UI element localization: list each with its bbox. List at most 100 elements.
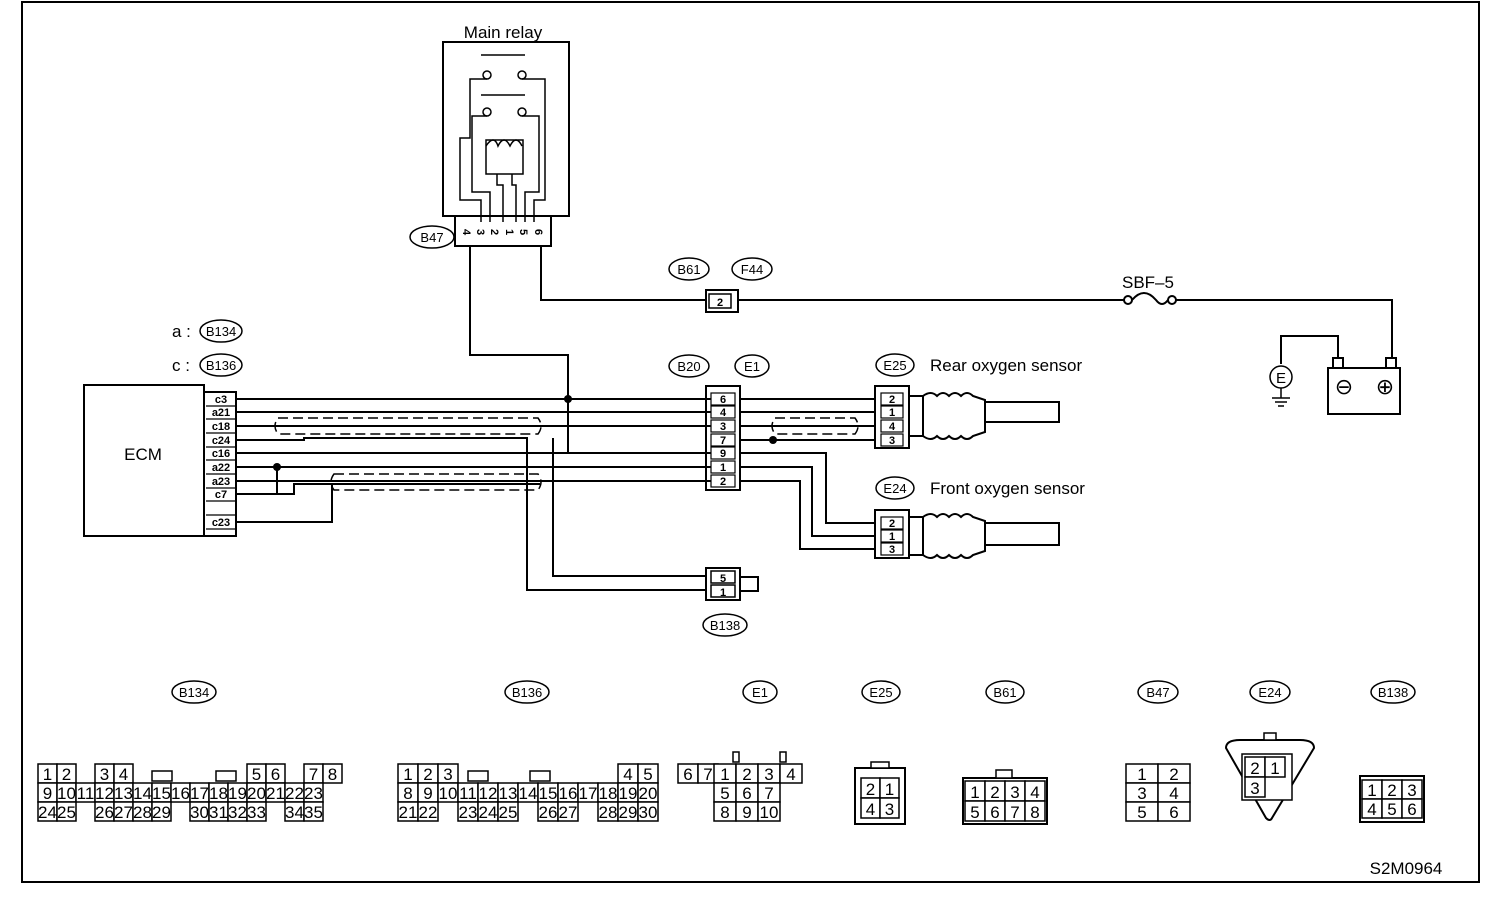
ground-symbol: E <box>1269 365 1293 407</box>
face-pin: 8 <box>1030 803 1039 822</box>
face-pin: 3 <box>1010 783 1019 802</box>
face-pin: 2 <box>423 765 432 784</box>
face-pin: 1 <box>720 765 729 784</box>
svg-text:E: E <box>1276 370 1286 387</box>
main-relay-label: Main relay <box>464 23 543 42</box>
front-oxygen-sensor: 213 Front oxygen sensor <box>874 479 1085 559</box>
face-pin: 5 <box>252 765 261 784</box>
face-pin: 5 <box>970 803 979 822</box>
b47-face-tag: B47 <box>1146 685 1169 700</box>
face-pin: 6 <box>1407 800 1416 819</box>
face-pin: 4 <box>1169 784 1178 803</box>
b20-pin: 2 <box>720 476 726 488</box>
face-pin: 3 <box>100 765 109 784</box>
ecm-label: ECM <box>124 445 162 464</box>
fuse-sbf5: SBF–5 <box>1122 273 1177 305</box>
relay-pin: 5 <box>517 229 529 235</box>
face-pin: 4 <box>1367 800 1376 819</box>
b20-pin: 7 <box>720 435 726 447</box>
e25-pin: 4 <box>889 421 896 433</box>
e24-face-tag: E24 <box>1258 685 1281 700</box>
relay-pin: 3 <box>474 229 486 235</box>
b138-pin: 1 <box>720 587 726 599</box>
front-o2-label: Front oxygen sensor <box>930 479 1085 498</box>
face-pin: 18 <box>209 784 228 803</box>
face-pin: 4 <box>623 765 632 784</box>
face-pin: 6 <box>1169 803 1178 822</box>
relay-pin: 6 <box>532 229 544 235</box>
b61-tag: B61 <box>677 262 700 277</box>
face-pin: 22 <box>285 784 304 803</box>
face-pin: 5 <box>1387 800 1396 819</box>
face-pin: 11 <box>459 784 477 803</box>
face-pin: 4 <box>866 800 875 819</box>
face-pin: 15 <box>539 784 558 803</box>
face-pin: 10 <box>57 784 76 803</box>
face-pin: 11 <box>77 784 95 803</box>
battery: ⊖ ⊕ <box>1327 357 1401 415</box>
face-pin: 20 <box>639 784 658 803</box>
face-pin: 14 <box>519 784 538 803</box>
ecm-pin: c16 <box>212 448 230 460</box>
face-pin: 6 <box>683 765 692 784</box>
face-pin: 1 <box>1270 759 1279 778</box>
b20-pin: 6 <box>720 394 726 406</box>
face-pin: 23 <box>304 784 323 803</box>
face-pin: 27 <box>559 803 578 822</box>
ecm-pin: c23 <box>212 517 230 529</box>
b134-face-tag: B134 <box>179 685 209 700</box>
face-pin: 29 <box>619 803 638 822</box>
b20-pin: 3 <box>720 421 726 433</box>
e25-pin: 1 <box>889 407 895 419</box>
face-pin: 18 <box>599 784 618 803</box>
face-pin: 9 <box>43 784 52 803</box>
face-pin: 26 <box>539 803 558 822</box>
b61-face-tag: B61 <box>993 685 1016 700</box>
face-pin: 33 <box>247 803 266 822</box>
face-pin: 2 <box>1169 765 1178 784</box>
face-pin: 4 <box>1030 783 1039 802</box>
face-pin: 4 <box>119 765 128 784</box>
face-pin: 9 <box>423 784 432 803</box>
face-pin: 7 <box>764 784 773 803</box>
ecm-pin: a22 <box>212 462 230 474</box>
face-pin: 4 <box>786 765 795 784</box>
b138-tag: B138 <box>710 618 740 633</box>
face-pin: 6 <box>990 803 999 822</box>
ecm-pin: c7 <box>215 489 227 501</box>
face-pin: 7 <box>309 765 318 784</box>
e25-tag: E25 <box>883 358 906 373</box>
e24-pin: 2 <box>889 518 895 530</box>
face-pin: 19 <box>619 784 638 803</box>
face-pin: 6 <box>742 784 751 803</box>
face-pin: 25 <box>57 803 76 822</box>
face-pin: 1 <box>970 783 979 802</box>
ecm-pin: a23 <box>212 476 230 488</box>
face-pin: 3 <box>1137 784 1146 803</box>
b47-tag: B47 <box>420 230 443 245</box>
face-pin: 16 <box>559 784 578 803</box>
face-pin: 24 <box>38 803 57 822</box>
relay-pin: 2 <box>488 229 500 235</box>
e24-pin: 1 <box>889 531 895 543</box>
ecm-pin: c24 <box>212 435 231 447</box>
face-pin: 8 <box>328 765 337 784</box>
face-pin: 5 <box>720 784 729 803</box>
ecm-connector <box>203 391 237 537</box>
b20-tag: B20 <box>677 359 700 374</box>
face-pin: 12 <box>95 784 114 803</box>
face-pin: 2 <box>742 765 751 784</box>
face-pin: 17 <box>579 784 598 803</box>
face-pin: 14 <box>133 784 152 803</box>
b136-tag: B136 <box>206 358 236 373</box>
b136-face-tag: B136 <box>512 685 542 700</box>
face-pin: 19 <box>228 784 247 803</box>
